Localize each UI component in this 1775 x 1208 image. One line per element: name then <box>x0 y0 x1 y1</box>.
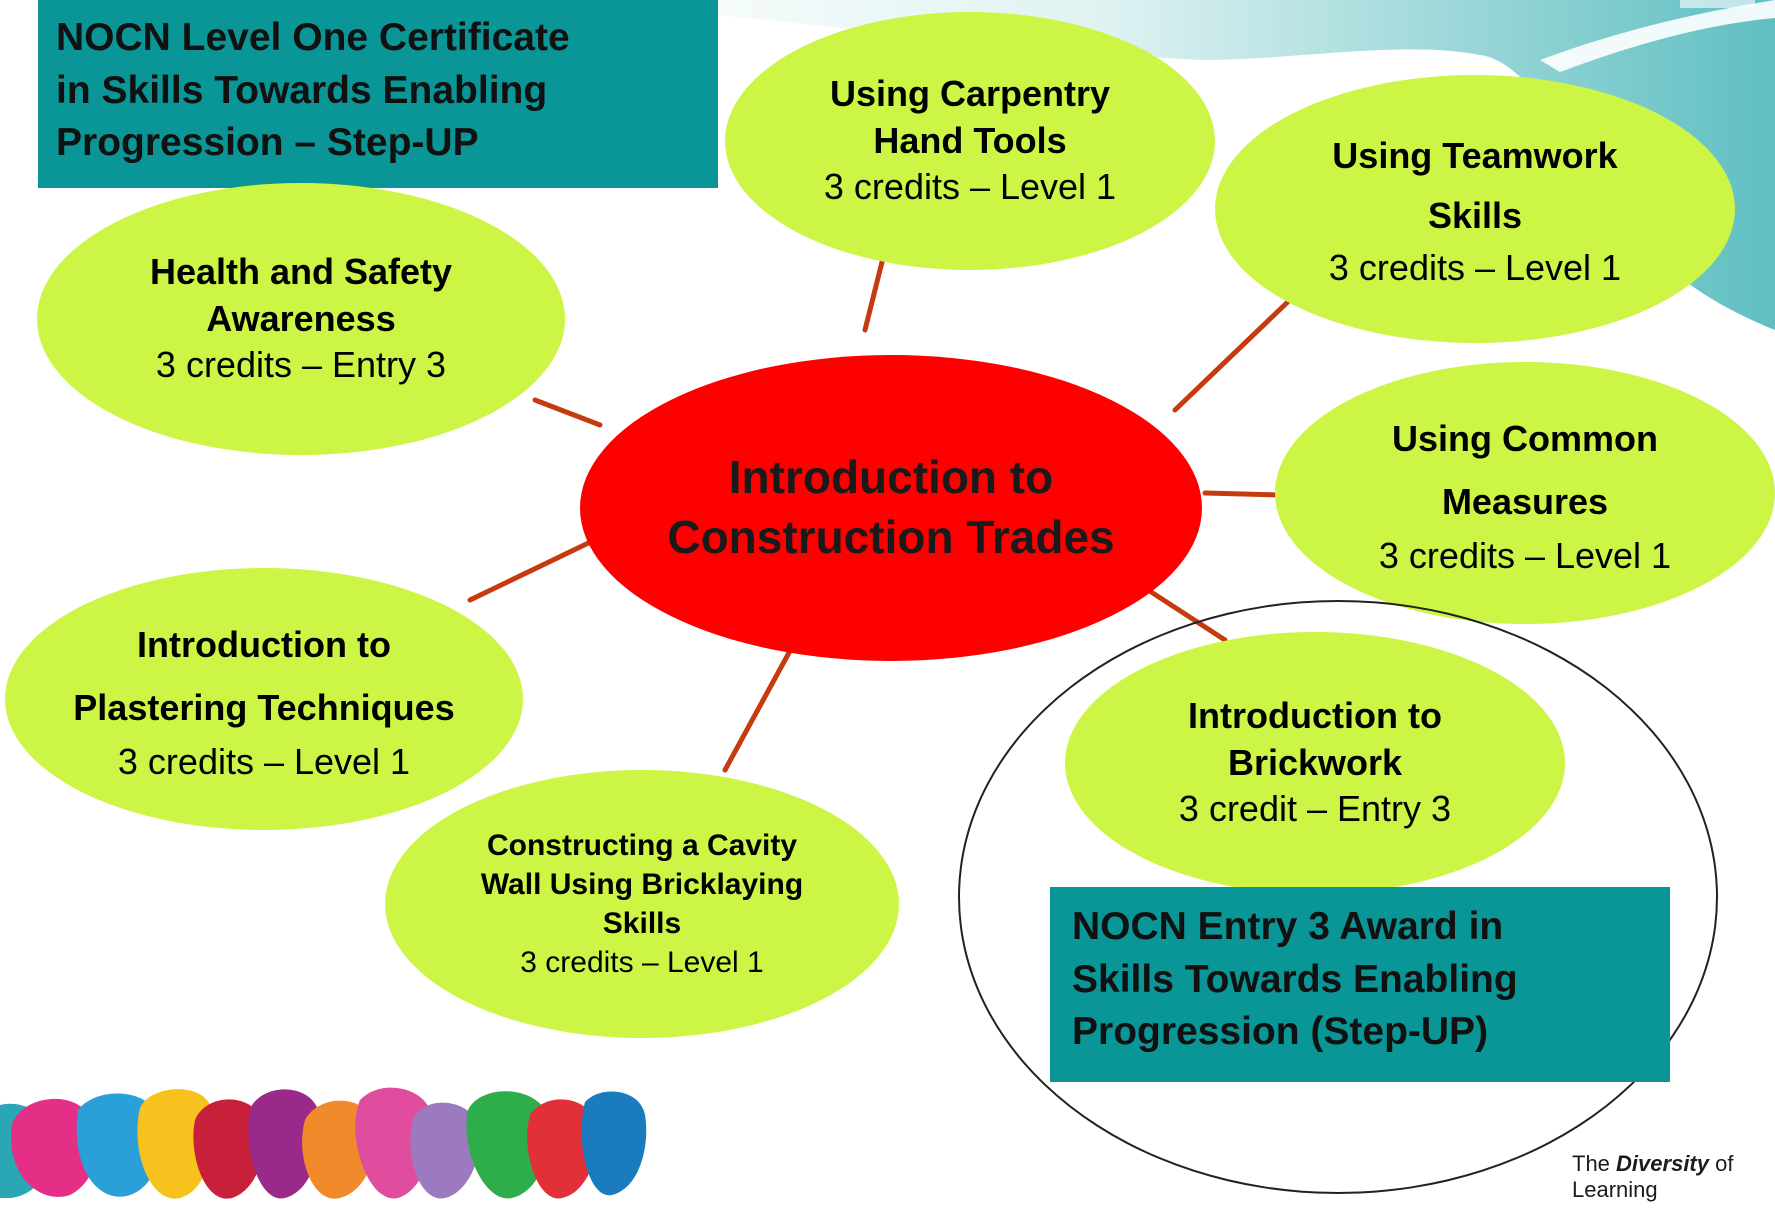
unit-title-line: Introduction to <box>137 623 391 665</box>
certificate-title-line: NOCN Level One Certificate <box>56 16 570 59</box>
unit-credits: 3 credit – Entry 3 <box>1178 788 1452 830</box>
unit-credits: 3 credits – Level 1 <box>117 740 411 782</box>
hub-title-line: Introduction to <box>728 451 1054 504</box>
unit-title-line: Wall Using Bricklaying <box>480 868 804 901</box>
connector-teamwork <box>1172 292 1298 413</box>
footer-prefix: The <box>1572 1151 1610 1176</box>
unit-title-line: Hand Tools <box>873 119 1067 161</box>
unit-bubble-health-safety: Health and Safety Awareness 3 credits – … <box>37 183 565 455</box>
unit-title-line: Skills <box>1427 194 1523 236</box>
unit-title-line: Health and Safety <box>149 250 453 292</box>
connector-common-measures <box>1202 490 1283 498</box>
unit-title-line: Skills <box>602 907 682 940</box>
connector-carpentry <box>862 247 888 333</box>
unit-credits: 3 credits – Entry 3 <box>155 344 447 386</box>
hub-bubble: Introduction to Construction Trades <box>580 355 1202 661</box>
logo-blobs-icon <box>0 1087 647 1199</box>
footer-emphasis: Diversity <box>1616 1151 1709 1176</box>
award-title-line: Skills Towards Enabling <box>1072 957 1518 1001</box>
hub-title-line: Construction Trades <box>667 511 1115 563</box>
award-title-line: Progression (Step-UP) <box>1072 1010 1489 1054</box>
unit-title-line: Using Common <box>1392 417 1658 459</box>
unit-bubble-cavity-wall: Constructing a Cavity Wall Using Brickla… <box>385 770 899 1038</box>
certificate-title-line: Progression – Step-UP <box>56 121 479 165</box>
unit-title-line: Using Teamwork <box>1332 135 1618 177</box>
unit-title-line: Plastering Techniques <box>73 686 455 728</box>
unit-bubble-common-measures: Using Common Measures 3 credits – Level … <box>1275 362 1775 624</box>
certificate-title-box: NOCN Level One Certificate in Skills Tow… <box>38 0 718 188</box>
unit-title-line: Awareness <box>206 297 396 339</box>
unit-title-line: Measures <box>1441 480 1609 522</box>
certificate-title-line: in Skills Towards Enabling <box>56 68 548 112</box>
connector-health-safety <box>532 397 603 428</box>
unit-credits: 3 credits – Level 1 <box>1328 246 1622 288</box>
unit-bubble-carpentry: Using Carpentry Hand Tools 3 credits – L… <box>725 12 1215 270</box>
unit-credits: 3 credits – Level 1 <box>1378 534 1672 576</box>
footer-brand: The Diversity of Learning <box>1572 1151 1775 1203</box>
unit-bubble-brickwork: Introduction to Brickwork 3 credit – Ent… <box>1065 632 1565 894</box>
unit-credits: 3 credits – Level 1 <box>823 166 1117 208</box>
unit-credits: 3 credits – Level 1 <box>520 946 764 979</box>
unit-title-line: Brickwork <box>1227 741 1403 783</box>
unit-title-line: Constructing a Cavity <box>486 829 798 862</box>
unit-bubble-teamwork: Using Teamwork Skills 3 credits – Level … <box>1215 75 1735 343</box>
unit-title-line: Using Carpentry <box>829 72 1111 114</box>
unit-bubble-plastering: Introduction to Plastering Techniques 3 … <box>5 568 523 830</box>
connector-plastering <box>467 532 608 603</box>
footer-suffix: of Learning <box>1572 1151 1734 1202</box>
award-title-box: NOCN Entry 3 Award in Skills Towards Ena… <box>1050 887 1670 1082</box>
award-title-line: NOCN Entry 3 Award in <box>1072 905 1504 948</box>
unit-title-line: Introduction to <box>1188 694 1442 736</box>
award-ring <box>958 600 1718 1194</box>
